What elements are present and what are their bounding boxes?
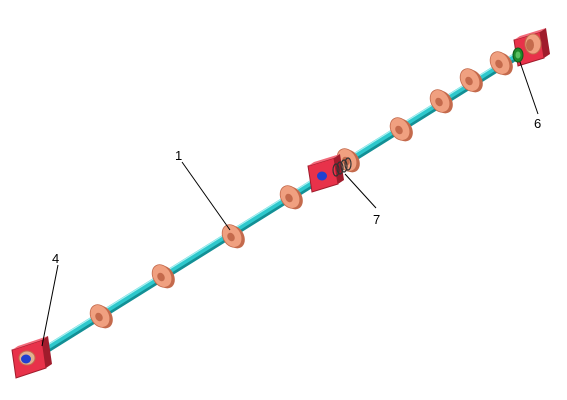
- disk: [429, 89, 453, 114]
- disk: [389, 117, 413, 142]
- callout-label-4: 4: [52, 251, 59, 266]
- callout-1: 1: [175, 148, 231, 231]
- bearing-block-right: [512, 28, 550, 67]
- disk: [489, 51, 513, 76]
- callout-label-6: 6: [534, 116, 541, 131]
- disk: [459, 68, 483, 93]
- callout-7: 7: [344, 173, 380, 227]
- bearing-block-middle: [307, 154, 352, 193]
- callout-label-7: 7: [373, 212, 380, 227]
- disk: [151, 264, 175, 289]
- callout-label-1: 1: [175, 148, 182, 163]
- coupling: [512, 47, 524, 63]
- disk: [89, 304, 113, 329]
- spring-coupling: [332, 157, 352, 177]
- disk-group: [89, 51, 513, 329]
- disk: [279, 185, 303, 210]
- bearing-block-left: [11, 336, 52, 379]
- callout-6: 6: [519, 61, 541, 131]
- disk: [221, 224, 245, 249]
- callout-4: 4: [41, 251, 59, 347]
